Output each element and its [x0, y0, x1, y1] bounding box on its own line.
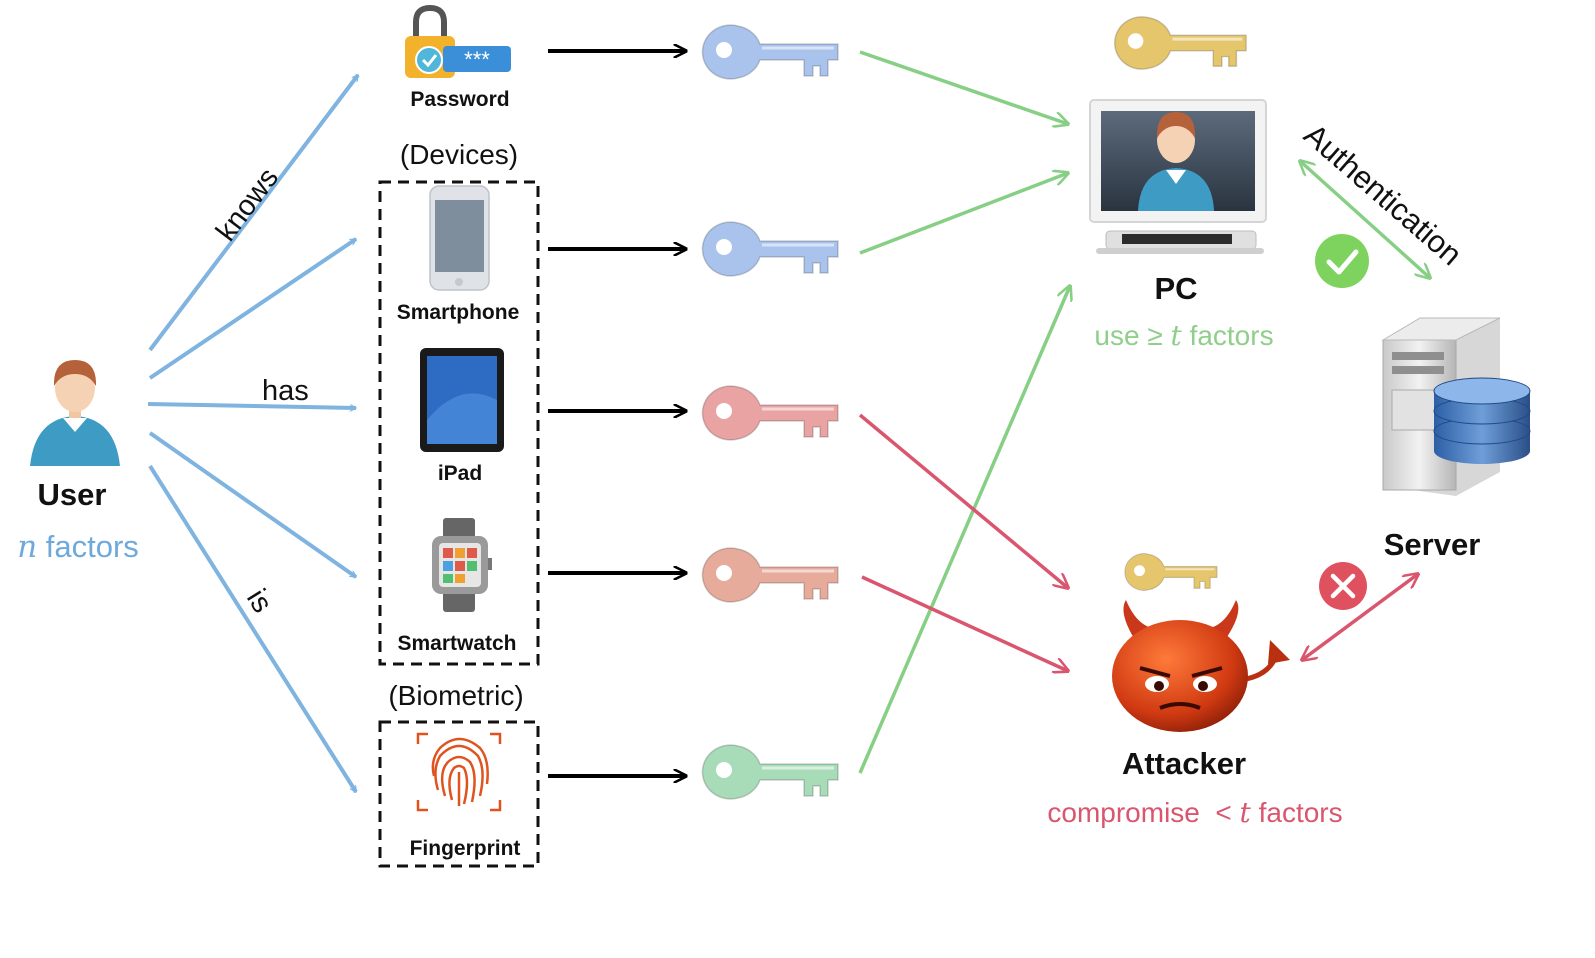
pc-label: PC [1154, 271, 1197, 306]
smartphone-label: Smartphone [397, 301, 520, 324]
biometric-group-box [378, 720, 540, 868]
devices-group-label: (Devices) [400, 139, 518, 170]
pc-use-factors: use ≥ t factors [1094, 319, 1273, 352]
smartphone-key-icon [701, 221, 839, 277]
arrow-key5-pc [858, 286, 1070, 774]
success-check-icon [1315, 234, 1369, 288]
relation-has: has [262, 375, 309, 407]
arrow-key4-attacker [861, 575, 1068, 671]
smartphone-icon [429, 185, 490, 291]
relation-is: is [240, 584, 278, 619]
arrow-key1-pc [859, 50, 1068, 124]
password-lock-icon: *** [405, 4, 511, 78]
arrow-user-smartphone [148, 237, 356, 380]
user-icon [30, 360, 120, 466]
arrow-user-ipad [147, 402, 356, 408]
smartwatch-key-icon [701, 547, 839, 603]
ipad-icon [420, 348, 504, 452]
arrow-key2-pc [859, 173, 1068, 255]
svg-text:***: *** [464, 47, 490, 72]
devices-group-box [378, 180, 540, 666]
password-key-icon [701, 24, 839, 80]
arrow-user-fingerprint [148, 464, 358, 792]
fingerprint-label: Fingerprint [410, 837, 521, 860]
attacker-label: Attacker [1122, 746, 1246, 781]
flow-arrows [858, 50, 1070, 774]
fingerprint-key-icon [701, 744, 839, 800]
attacker-devil-icon [1112, 600, 1290, 732]
factor-key-arrows [548, 51, 686, 776]
password-label: Password [410, 88, 509, 111]
failure-x-icon [1319, 562, 1367, 610]
attacker-compromise-factors: compromise < t factors [1047, 796, 1342, 829]
pc-gold-key-icon [1113, 16, 1247, 70]
smartwatch-label: Smartwatch [397, 632, 516, 655]
user-factor-arrows [147, 75, 360, 792]
user-label: User [38, 477, 107, 512]
ipad-key-icon [701, 385, 839, 441]
arrow-user-smartwatch [148, 431, 356, 579]
keys-layer [701, 16, 1247, 800]
smartwatch-icon [432, 518, 492, 612]
pc-icon [1089, 99, 1267, 254]
attacker-gold-key-icon [1124, 553, 1218, 591]
fingerprint-icon [416, 732, 502, 812]
ipad-label: iPad [438, 462, 482, 485]
attacker-server-arrow [1302, 574, 1418, 660]
biometric-group-label: (Biometric) [388, 680, 523, 711]
server-label: Server [1384, 527, 1481, 562]
relation-knows: knows [210, 162, 285, 247]
server-icon [1381, 317, 1531, 496]
arrow-key3-attacker [858, 413, 1068, 588]
arrow-user-password [148, 75, 360, 352]
authentication-arrow [1300, 161, 1430, 278]
user-factors-text: n factors [17, 529, 139, 565]
